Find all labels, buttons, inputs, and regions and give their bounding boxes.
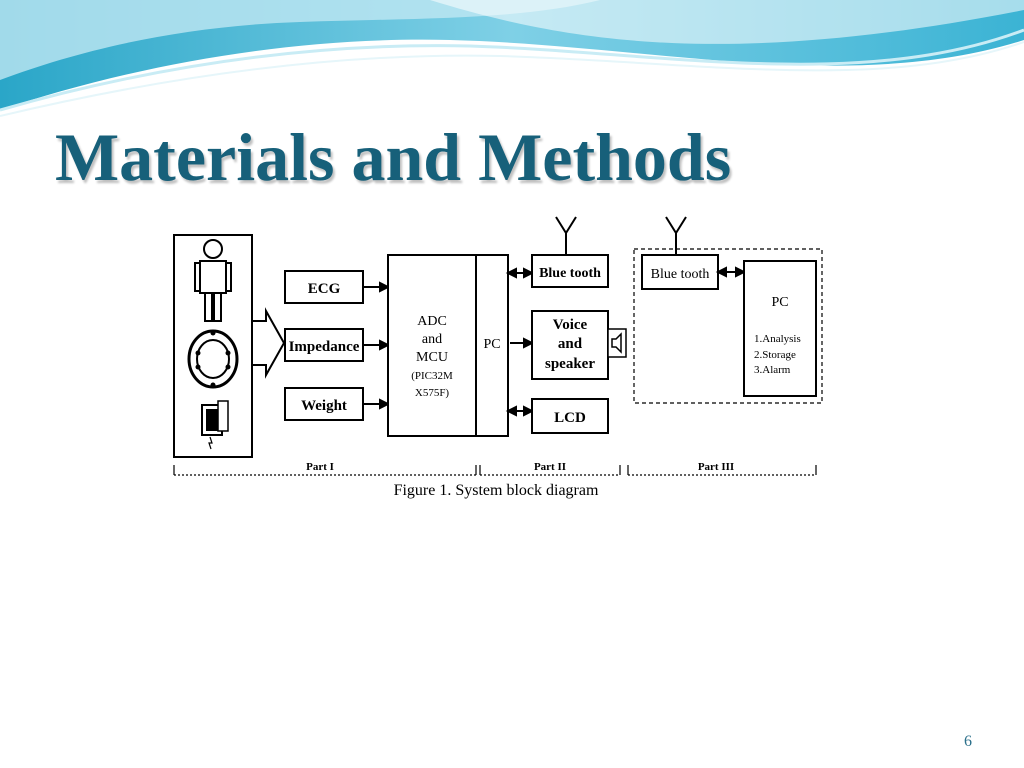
remote-pc-item-2: 2.Storage — [754, 349, 796, 361]
adc-label-3: MCU — [416, 350, 448, 365]
remote-bluetooth-label: Blue tooth — [651, 267, 710, 282]
adc-label-4: (PIC32M — [411, 370, 453, 382]
input-arrow-icon — [251, 307, 286, 379]
lcd-label: LCD — [554, 410, 586, 426]
system-block-diagram: ECG Impedance Weight ADC and MCU (PIC32M… — [160, 213, 843, 501]
remote-pc-item-3: 3.Alarm — [754, 364, 791, 376]
voice-label-2: and — [558, 336, 583, 352]
header-wave-decoration — [0, 0, 1024, 117]
pc-to-output-arrows — [505, 267, 535, 417]
pc-inner-label: PC — [483, 337, 500, 352]
weight-label: Weight — [301, 398, 347, 414]
part-3-label: Part III — [698, 461, 734, 473]
part-2-label: Part II — [534, 461, 566, 473]
voice-label-1: Voice — [553, 317, 588, 333]
part-1-label: Part I — [306, 461, 334, 473]
measurement-device-icon — [201, 400, 229, 450]
ecg-label: ECG — [308, 281, 341, 297]
lcd-box — [531, 398, 609, 434]
page-number: 6 — [964, 733, 972, 750]
remote-pc-title: PC — [771, 295, 788, 310]
input-to-adc-arrows — [363, 281, 391, 410]
impedance-box — [284, 328, 364, 362]
remote-region — [633, 248, 823, 404]
remote-bluetooth-box — [641, 254, 719, 290]
speaker-icon — [607, 328, 627, 358]
remote-pc-item-1: 1.Analysis — [754, 333, 801, 345]
ecg-box — [284, 270, 364, 304]
remote-link-arrow — [715, 266, 747, 278]
antenna-icon — [555, 216, 577, 255]
bluetooth-box — [531, 254, 609, 288]
remote-antenna-icon — [665, 216, 687, 255]
weight-box — [284, 387, 364, 421]
voice-label-3: speaker — [545, 356, 595, 372]
slide-title: Materials and Methods — [55, 119, 732, 195]
person-icon — [194, 239, 232, 322]
figure-caption: Figure 1. System block diagram — [394, 482, 599, 499]
adc-label-5: X575F) — [415, 387, 450, 399]
remote-pc-box — [743, 260, 817, 397]
bluetooth-label: Blue tooth — [539, 266, 601, 281]
impedance-label: Impedance — [289, 339, 360, 355]
pc-inner-box — [475, 254, 509, 437]
adc-mcu-box — [387, 254, 477, 437]
adc-label-1: ADC — [417, 314, 447, 329]
electrode-ring-icon — [187, 329, 239, 389]
adc-label-2: and — [422, 332, 442, 347]
part-bracket-ends — [173, 465, 817, 475]
